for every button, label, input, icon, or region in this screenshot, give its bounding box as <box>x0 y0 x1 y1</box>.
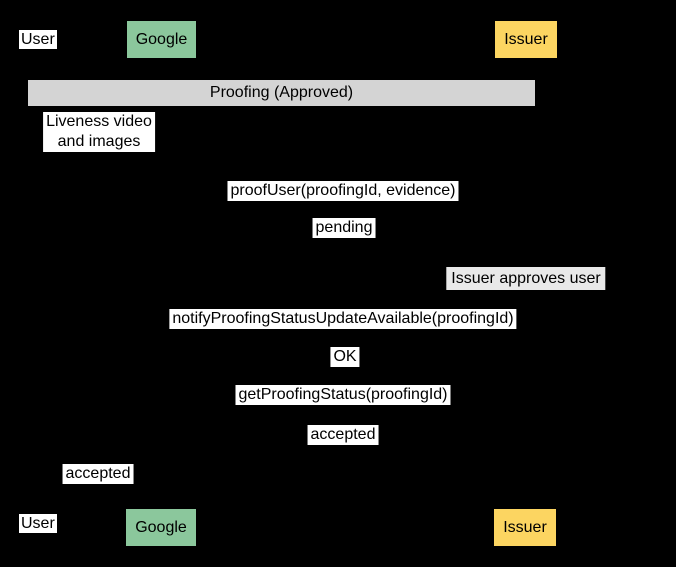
message-accepted-to-google: accepted <box>307 425 379 445</box>
actor-google-top: Google <box>127 21 196 58</box>
actor-user-bottom: User <box>19 514 57 533</box>
actor-issuer-top: Issuer <box>495 21 557 58</box>
message-accepted-to-user: accepted <box>62 464 134 484</box>
phase-bar-proofing-approved: Proofing (Approved) <box>28 80 535 106</box>
message-liveness-video-and-images: Liveness video and images <box>43 112 155 152</box>
message-pending: pending <box>312 218 376 238</box>
message-notify-proofing-status-update: notifyProofingStatusUpdateAvailable(proo… <box>169 309 517 329</box>
actor-issuer-bottom: Issuer <box>494 509 556 546</box>
message-get-proofing-status: getProofingStatus(proofingId) <box>235 385 451 405</box>
actor-google-bottom: Google <box>126 509 196 546</box>
message-ok: OK <box>330 347 360 367</box>
note-issuer-approves-user: Issuer approves user <box>446 267 606 290</box>
actor-user-top: User <box>19 30 57 49</box>
message-proof-user: proofUser(proofingId, evidence) <box>227 181 459 201</box>
